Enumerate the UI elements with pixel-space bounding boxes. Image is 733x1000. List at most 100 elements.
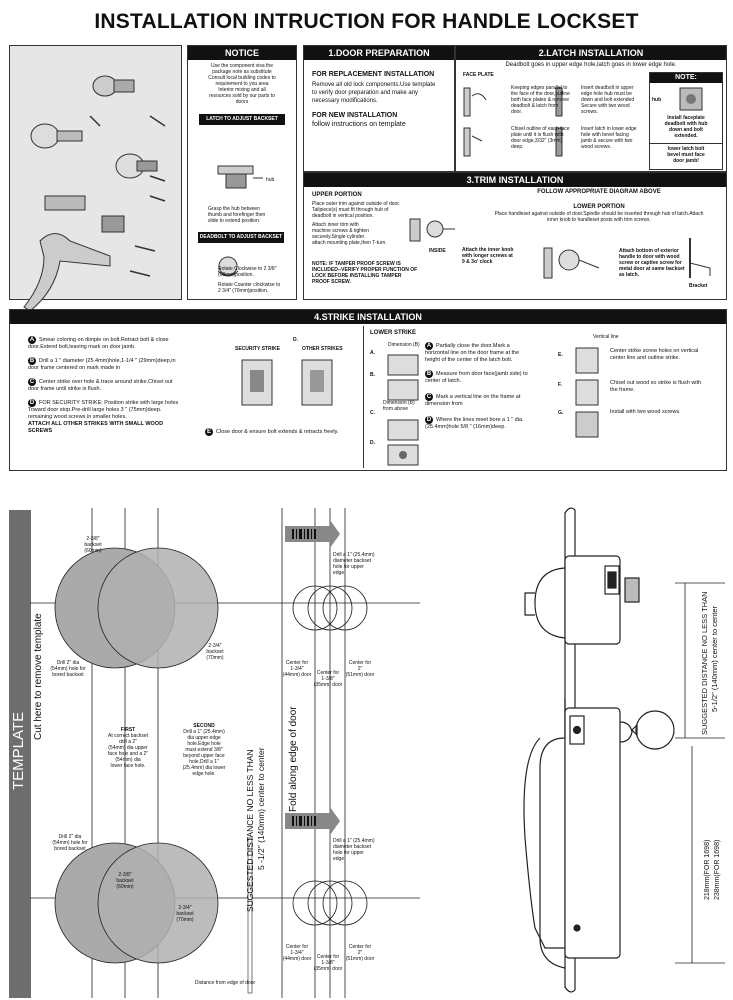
strike-diagrams: [241, 359, 333, 406]
bracket-diagram: [689, 238, 711, 278]
fold-label: Fold along edge of door: [288, 706, 299, 812]
letter-a: A.: [370, 350, 375, 356]
strike-efg-diagram: [575, 347, 599, 438]
template-label: TEMPLATE: [10, 711, 27, 790]
latch-diagram: [463, 87, 563, 157]
replacement-title: FOR REPLACEMENT INSTALLATION: [312, 71, 435, 78]
latch-install-panel: 2.LATCH INSTALLATION Deadbolt goes in up…: [455, 45, 727, 172]
backset-upper2-label: 2-3/4"backset(70mm): [206, 643, 224, 661]
note-hub-label: hub: [652, 97, 662, 103]
vertical-line-label: Vertical line: [593, 334, 619, 340]
strike-divider: [363, 326, 364, 468]
lower-portion-text: Place handleset against outside of door.…: [494, 211, 704, 223]
side-suggested-label-2: 5-1/2" (140mm) center to center: [710, 605, 719, 712]
deadbolt-text-1: Rotate Clockwise to 2 3/8" (60mm)positio…: [218, 266, 277, 278]
letter-d: D.: [370, 440, 375, 446]
letter-c: C.: [370, 410, 375, 416]
strike-d-label: D.: [293, 337, 298, 343]
distance-edge-label: Distance from edge of door: [194, 980, 256, 986]
latch-adjust-diagram: [217, 165, 263, 189]
trim-install-panel: 3.TRIM INSTALLATION FOLLOW APPROPRIATE D…: [303, 172, 727, 300]
new-title: FOR NEW INSTALLATION: [312, 112, 398, 119]
lower-strike-title: LOWER STRIKE: [370, 330, 416, 336]
backset-upper-label: 2-3/8"backset(60mm): [84, 536, 102, 554]
side-view-drawing: [523, 507, 725, 993]
door-prep-panel: 1.DOOR PREPARATION FOR REPLACEMENT INSTA…: [303, 45, 455, 172]
latch-subtitle: Deadbolt goes in upper edge hole,latch g…: [505, 62, 677, 68]
notice-panel: NOTICE Use the component visa the packag…: [187, 45, 297, 300]
template-drawing: [30, 508, 420, 998]
backset-lower2-label: 2-3/4"backset(70mm): [176, 905, 194, 923]
template-sidebar: [9, 510, 31, 998]
latch-adjust-text: Grasp the hub between thumb and forefing…: [208, 206, 266, 224]
dimension-b-label: Dimension (B): [388, 342, 420, 348]
door-prep-header: 1.DOOR PREPARATION: [304, 46, 454, 60]
side-suggested-label: SUGGESTED DISTANCE NO LESS THAN: [700, 591, 709, 736]
letter-f: F.: [558, 382, 562, 388]
note-diagram: [679, 87, 703, 111]
suggested-distance-label: SUGGESTED DISTANCE NO LESS THAN: [245, 749, 255, 912]
deadbolt-adjust-diagram: [217, 256, 239, 277]
notice-text: Use the component visa the package note …: [208, 63, 276, 105]
upper-trim-diagram: [409, 218, 455, 242]
side-dim-2: 238mm(FOR 1698): [714, 839, 721, 900]
latch-install-header: 2.LATCH INSTALLATION: [456, 46, 726, 60]
face-plate-label: FACE PLATE: [463, 72, 494, 78]
strike-g-text: Install with two wood screws.: [610, 409, 681, 415]
new-text: follow instructions on template: [312, 121, 406, 128]
side-dim-1: 218mm(FOR 1698): [704, 839, 711, 900]
security-strike-label: SECURITY STRIKE: [235, 346, 280, 352]
lower-portion-title: LOWER PORTION: [573, 204, 625, 210]
replacement-text: Remove all old lock components.Use templ…: [312, 82, 436, 104]
letter-e: E.: [558, 352, 563, 358]
trim-install-header: 3.TRIM INSTALLATION: [304, 173, 726, 187]
lower-strike-diagram: [387, 354, 419, 466]
deadbolt-text-2: Rotate Counter clockwise to 2 3/4" (70mm…: [218, 282, 281, 294]
backset-lower-label: 2-3/8"backset(60mm): [116, 872, 134, 890]
letter-g: G.: [558, 410, 564, 416]
letter-b: B.: [370, 372, 375, 378]
exploded-view-panel: [9, 45, 182, 312]
page-title: INSTALLATION INTRUCTION FOR HANDLE LOCKS…: [94, 10, 639, 33]
notice-header: NOTICE: [188, 46, 296, 60]
lockset-exploded-view: [23, 75, 166, 312]
lower-trim-diagram: [543, 247, 600, 279]
dimension-b2-label: Dimension (B) from above: [383, 400, 415, 412]
other-strikes-label: OTHER STRIKES: [302, 346, 343, 352]
latch-adjust-header: LATCH TO ADJUST BACKSET: [199, 114, 285, 125]
latch-hub-label: hub: [266, 177, 275, 183]
note-header: NOTE:: [650, 73, 722, 83]
